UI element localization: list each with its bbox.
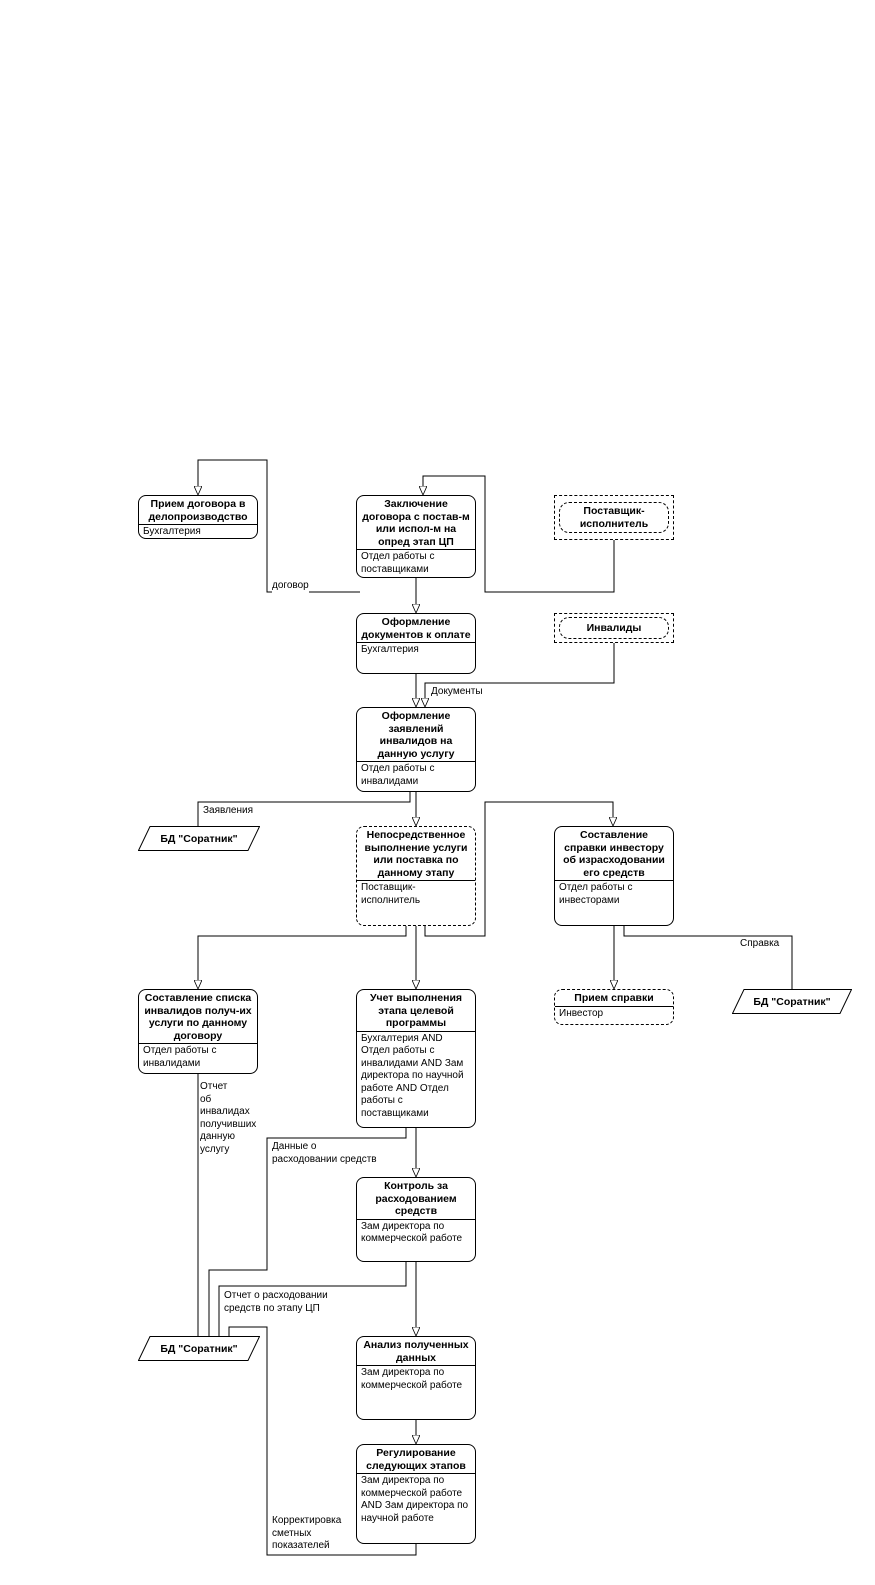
database-soratnik-3[interactable]: БД "Соратник" [138,1336,260,1361]
activity-stage-accounting[interactable]: Учет выполнения этапа целевой программы … [356,989,476,1128]
flow-e1-a2 [423,475,615,593]
activity-role: Бухгалтерия [143,526,201,537]
activity-title: Оформление заявлений инвалидов на данную… [357,708,475,762]
activity-title: Анализ полученных данных [357,1337,475,1366]
activity-disabled-list[interactable]: Составление списка инвалидов получ-их ус… [138,989,258,1074]
activity-role: Отдел работы с инвалидами [361,763,435,787]
activity-title: Прием договора в делопроизводство [139,496,257,525]
flow-a5-a6 [424,801,613,937]
flow-label-contract: договор [272,580,309,593]
activity-title: Составление списка инвалидов получ-их ус… [139,990,257,1044]
activity-report-receipt[interactable]: Прием справки Инвестор [554,989,674,1025]
flow-a10-d3 [218,1262,407,1336]
flow-label-documents: Документы [431,686,483,699]
activity-title: Оформление документов к оплате [357,614,475,643]
activity-role: Бухгалтерия AND Отдел работы с инвалидам… [361,1032,464,1119]
database-label: БД "Соратник" [753,995,831,1008]
flow-label-certificate: Справка [740,938,780,951]
activity-contract-signing[interactable]: Заключение договора с постав-м или испол… [356,495,476,578]
activity-payment-docs[interactable]: Оформление документов к оплате Бухгалтер… [356,613,476,674]
activity-title: Прием справки [555,990,673,1007]
activity-spending-control[interactable]: Контроль за расходованием средств Зам ди… [356,1177,476,1262]
external-label: Инвалиды [559,617,669,639]
activity-title: Регулирование следующих этапов [357,1445,475,1474]
activity-contract-intake[interactable]: Прием договора в делопроизводство Бухгал… [138,495,258,539]
flow-d3-a12 [228,1326,417,1556]
flow-label-estimate-correction: Корректировка сметных показателей [272,1515,342,1553]
flow-a5-a7 [198,926,407,989]
flow-label-disabled-report: Отчет об инвалидах получивших данную усл… [200,1081,257,1156]
external-label: Поставщик-исполнитель [559,502,669,533]
external-supplier[interactable]: Поставщик-исполнитель [554,495,674,540]
activity-role: Отдел работы с поставщиками [361,551,435,575]
database-soratnik-1[interactable]: БД "Соратник" [138,826,260,851]
activity-service-delivery[interactable]: Непосредственное выполнение услуги или п… [356,826,476,926]
activity-role: Отдел работы с инвалидами [143,1045,217,1069]
activity-investor-report[interactable]: Составление справки инвестору об израсхо… [554,826,674,926]
activity-role: Инвестор [559,1007,604,1019]
flow-label-applications: Заявления [203,805,254,818]
activity-applications[interactable]: Оформление заявлений инвалидов на данную… [356,707,476,792]
activity-role: Зам директора по коммерческой работе [361,1220,463,1245]
database-label: БД "Соратник" [160,1342,238,1355]
activity-role: Зам директора по коммерческой работе AND… [361,1475,469,1524]
activity-role: Бухгалтерия [361,644,419,655]
activity-next-stages-regulation[interactable]: Регулирование следующих этапов Зам дирек… [356,1444,476,1544]
flow-e2-a4 [425,643,615,707]
flow-label-spending-report: Отчет о расходовании средств по этапу ЦП [224,1290,328,1315]
database-soratnik-2[interactable]: БД "Соратник" [732,989,852,1014]
activity-role: Зам директора по коммерческой работе [361,1367,463,1391]
activity-data-analysis[interactable]: Анализ полученных данных Зам директора п… [356,1336,476,1420]
activity-title: Контроль за расходованием средств [357,1178,475,1220]
activity-title: Заключение договора с постав-м или испол… [357,496,475,550]
flow-a8-d3 [208,1128,407,1336]
activity-title: Учет выполнения этапа целевой программы [357,990,475,1032]
flow-label-spending-data: Данные о расходовании средств [272,1141,377,1166]
activity-title: Непосредственное выполнение услуги или п… [357,827,475,881]
database-shape [732,989,852,1014]
flow-a6-d2 [623,926,793,989]
flow-a4-d1 [197,792,411,826]
database-shape [138,826,260,851]
activity-role: Поставщик-исполнитель [361,882,421,906]
external-disabled-persons[interactable]: Инвалиды [554,613,674,643]
activity-role: Отдел работы с инвесторами [559,882,633,906]
activity-title: Составление справки инвестору об израсхо… [555,827,673,881]
database-shape [138,1336,260,1361]
database-label: БД "Соратник" [160,832,238,845]
